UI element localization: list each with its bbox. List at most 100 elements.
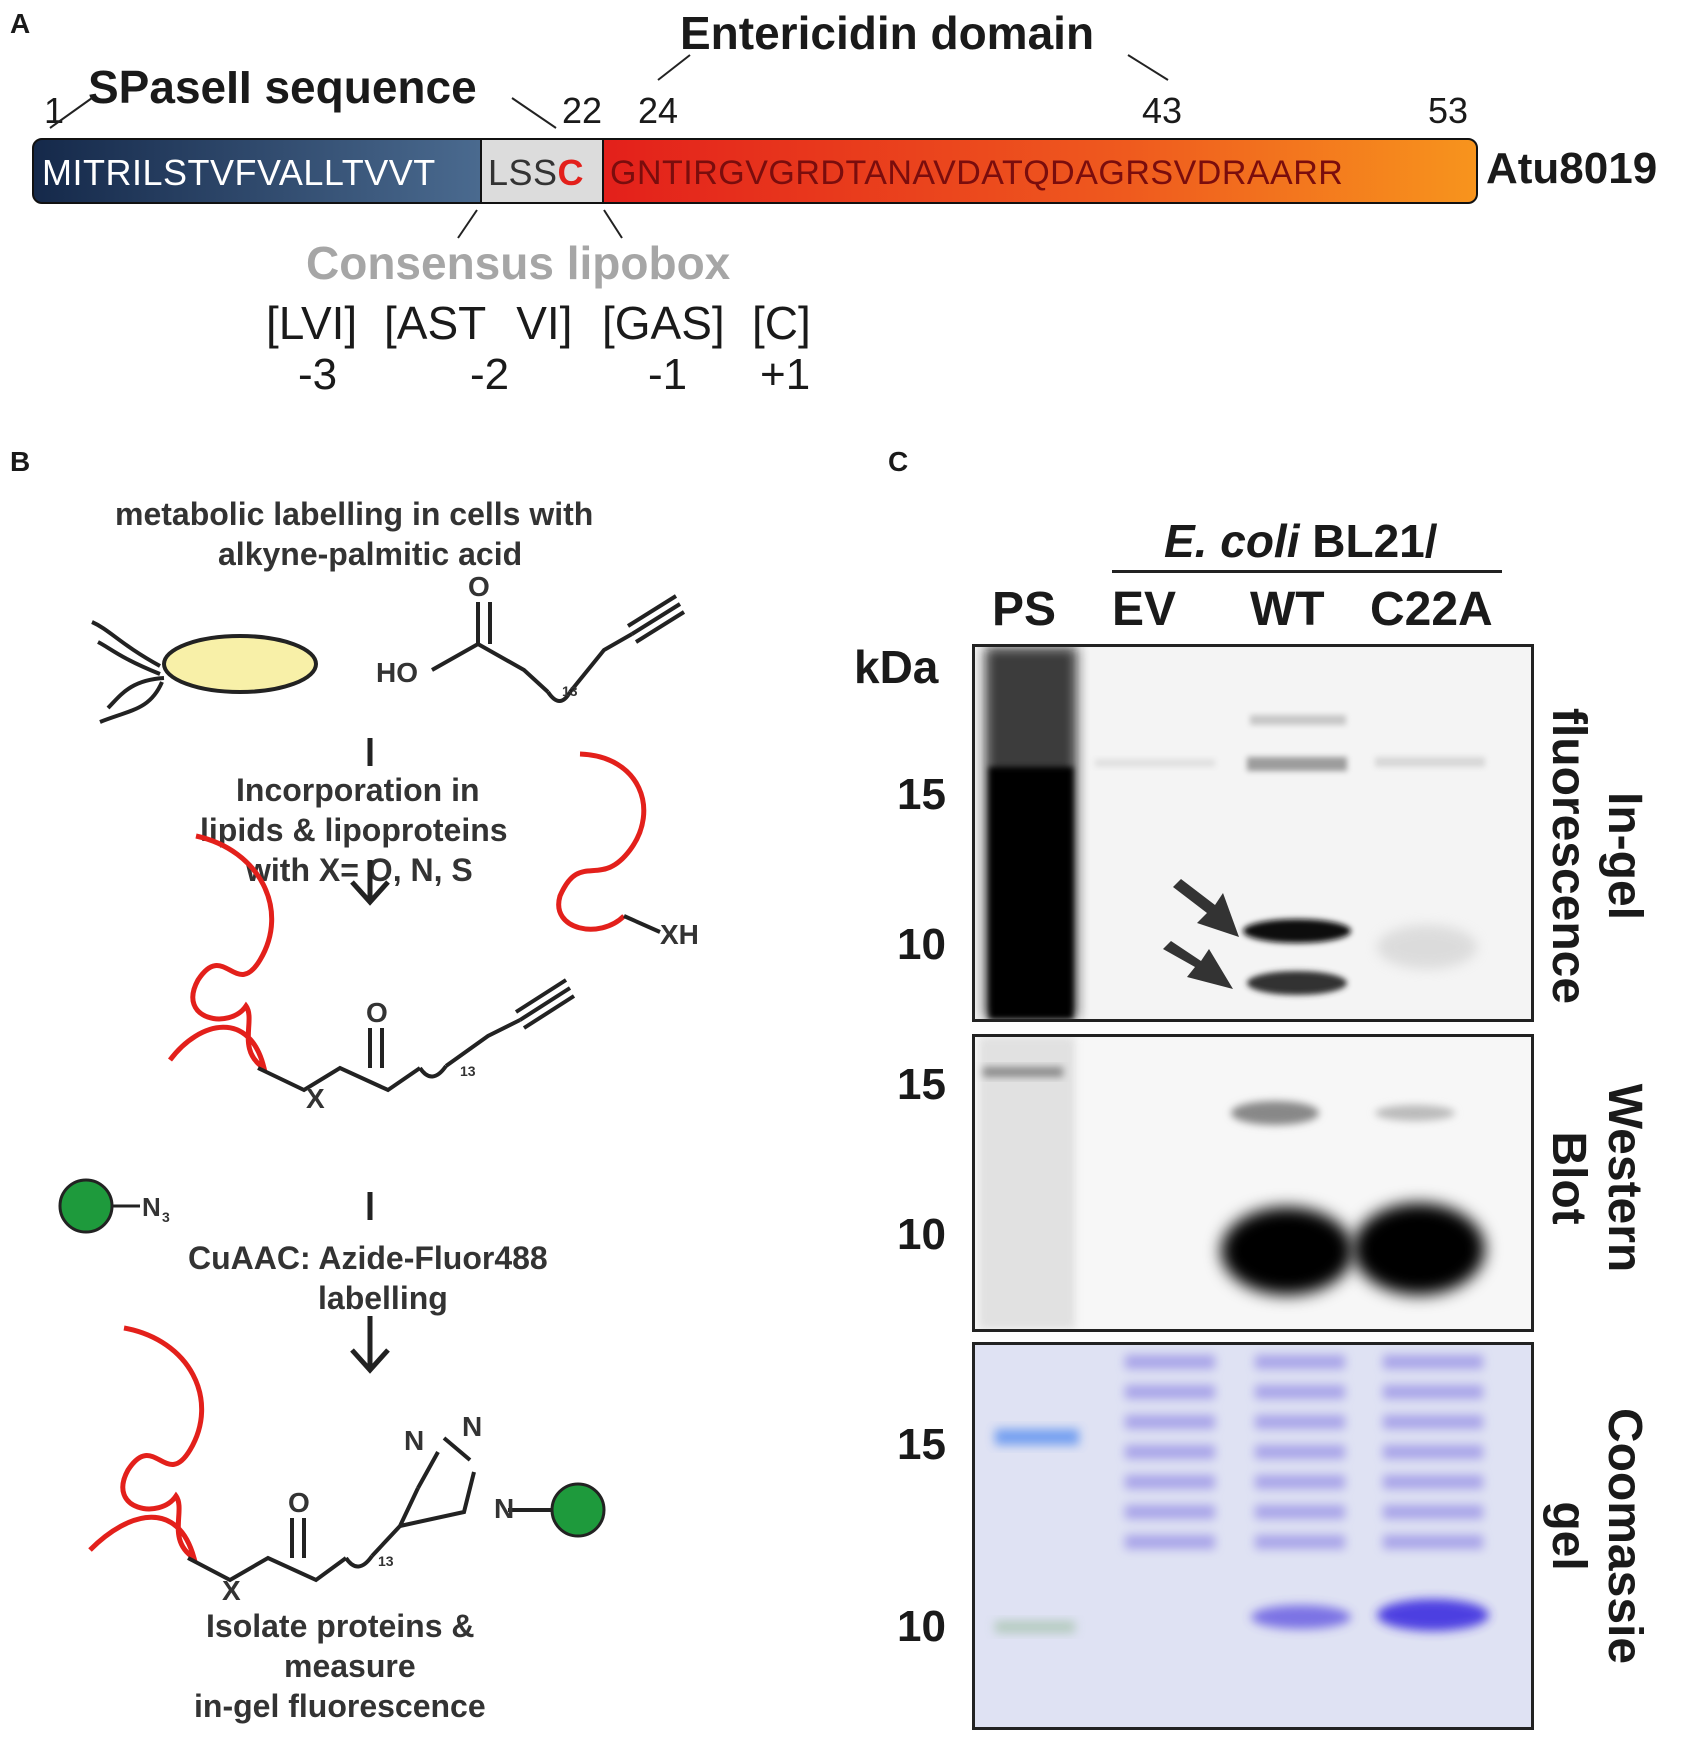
strain-italic: E. coli: [1164, 515, 1300, 567]
triazole-n-2: N: [462, 1411, 482, 1442]
xh-label: XH: [660, 919, 699, 950]
step4-line3: in-gel fluorescence: [194, 1688, 486, 1724]
x-label-1: X: [306, 1083, 325, 1114]
step1-line1: metabolic labelling in cells with: [115, 496, 594, 532]
gel3-side-label-line1: Coomassie: [1598, 1407, 1651, 1665]
acid-o-label: O: [468, 571, 490, 602]
wt-band-upper: [1243, 919, 1351, 943]
panel-b-scheme: HO O 13 XH X O 13 N 3: [58, 571, 699, 1600]
x-label-2: X: [222, 1575, 241, 1600]
gel-western-blot: [972, 1034, 1534, 1332]
entericidin-label: Entericidin domain: [680, 7, 1095, 59]
gel1-bands: [985, 647, 1485, 1019]
gel3-marker-10: 10: [897, 1602, 946, 1651]
strain-label: E. coli BL21/: [1164, 514, 1438, 568]
lipobox-segment: LSSC: [482, 138, 602, 204]
protein-name: Atu8019: [1486, 144, 1658, 193]
lipobox-cysteine: C: [557, 152, 585, 193]
ho-label: HO: [376, 657, 418, 688]
entericidin-domain-text: GNTIRGVGRDTANAVDATQDAGRSVDRAARR: [610, 154, 1344, 192]
lane-ev: EV: [1112, 583, 1177, 636]
gel2-marker-15: 15: [897, 1060, 946, 1109]
entericidin-domain-segment: GNTIRGVGRDTANAVDATQDAGRSVDRAARR: [602, 138, 1478, 204]
triazole-product-structure: [187, 1436, 552, 1583]
fluorophore-icon-1: [58, 1178, 114, 1234]
gel-coomassie: [972, 1342, 1534, 1730]
gel1-marker-10: 10: [897, 920, 946, 969]
pos-43: 43: [1142, 90, 1183, 131]
step2-line3: with X= O, N, S: [246, 852, 473, 888]
gel3-side-label-line2: gel: [1542, 1501, 1595, 1571]
gel1-side-label: In-gel fluorescence: [1540, 696, 1652, 1016]
azide-subscript-3: 3: [162, 1209, 170, 1225]
motif-num-plus1: +1: [760, 350, 811, 399]
lipobox-text: LSS: [488, 152, 558, 193]
pos-24: 24: [638, 90, 679, 131]
wt-western-band: [1221, 1207, 1353, 1295]
step1-line2: alkyne-palmitic acid: [218, 536, 523, 572]
motif-num-minus3: -3: [298, 350, 338, 399]
step3-line2: labelling: [318, 1280, 448, 1316]
motif-pos-minus3: [LVI]: [266, 297, 358, 349]
band-arrows: [1163, 879, 1239, 989]
strain-rest: BL21/: [1299, 515, 1438, 567]
signal-sequence-text: MITRILSTVFVALLTVVT: [42, 152, 436, 193]
lane-wt: WT: [1250, 583, 1325, 636]
step4-line2: measure: [284, 1648, 416, 1684]
alkyne-palmitic-acid-structure: [431, 594, 686, 703]
step2-line2: lipids & lipoproteins: [200, 812, 508, 848]
gel2-side-label-line1: Western: [1598, 1083, 1651, 1273]
subscript-13-b: 13: [460, 1063, 476, 1079]
gel3-side-label: Coomassie gel: [1540, 1376, 1652, 1696]
kda-label: kDa: [854, 641, 939, 693]
gel3-bands: [995, 1355, 1489, 1633]
step2-line1: Incorporation in: [236, 772, 480, 808]
protein-icon-1: [556, 751, 647, 932]
gel2-marker-10: 10: [897, 1210, 946, 1259]
pos-53: 53: [1428, 90, 1469, 131]
wt-band-lower: [1247, 971, 1347, 995]
lipid-chain-structure: [257, 978, 576, 1093]
gel-in-gel-fluorescence: [972, 644, 1534, 1022]
panel-c-letter: C: [888, 446, 909, 477]
ester-o-label-1: O: [366, 997, 388, 1028]
lane-c22a: C22A: [1370, 583, 1493, 636]
c22a-coomassie-band: [1377, 1599, 1489, 1631]
panel-b-letter: B: [10, 446, 31, 477]
lane-ps: PS: [992, 583, 1057, 636]
motif-num-minus2: -2: [470, 350, 510, 399]
triazole-n-1: N: [404, 1425, 424, 1456]
step3-line1: CuAAC: Azide-Fluor488: [188, 1240, 548, 1276]
consensus-lipobox-title: Consensus lipobox: [306, 237, 731, 289]
gel2-bands: [979, 1037, 1485, 1329]
azide-n-label: N: [142, 1192, 161, 1222]
strain-underline: [1112, 570, 1502, 573]
panel-a-pointer-lines: [49, 54, 1169, 239]
arrow-4: [350, 1316, 390, 1374]
bacterium-icon: [91, 620, 318, 724]
fluorophore-icon-2: [550, 1482, 606, 1538]
pos-22: 22: [562, 90, 603, 131]
ester-o-label-2: O: [288, 1487, 310, 1518]
subscript-13: 13: [562, 683, 578, 699]
gel3-marker-15: 15: [897, 1420, 946, 1469]
gel1-side-label-line1: In-gel: [1598, 792, 1651, 920]
signal-sequence-segment: MITRILSTVFVALLTVVT: [32, 138, 482, 204]
gel2-side-label: Western Blot: [1540, 1018, 1652, 1338]
protein-icon-3: [88, 1325, 205, 1564]
panel-a-letter: A: [10, 8, 31, 39]
subscript-13-c: 13: [378, 1553, 394, 1569]
c22a-western-band: [1353, 1203, 1485, 1295]
step4-line1: Isolate proteins &: [206, 1608, 475, 1644]
gel1-side-label-line2: fluorescence: [1542, 707, 1595, 1005]
gel1-marker-15: 15: [897, 770, 946, 819]
arrow-2: [350, 860, 390, 906]
motif-num-minus1: -1: [648, 350, 688, 399]
motif-pos-plus1: [C]: [752, 297, 811, 349]
spaseii-label: SPaseII sequence: [88, 61, 477, 113]
motif-pos-minus1: [GAS]: [602, 297, 725, 349]
triazole-n-3: N: [494, 1493, 514, 1524]
protein-icon-2: [168, 833, 275, 1074]
motif-pos-minus2: [AST VI]: [384, 297, 573, 349]
gel2-side-label-line2: Blot: [1542, 1131, 1595, 1225]
